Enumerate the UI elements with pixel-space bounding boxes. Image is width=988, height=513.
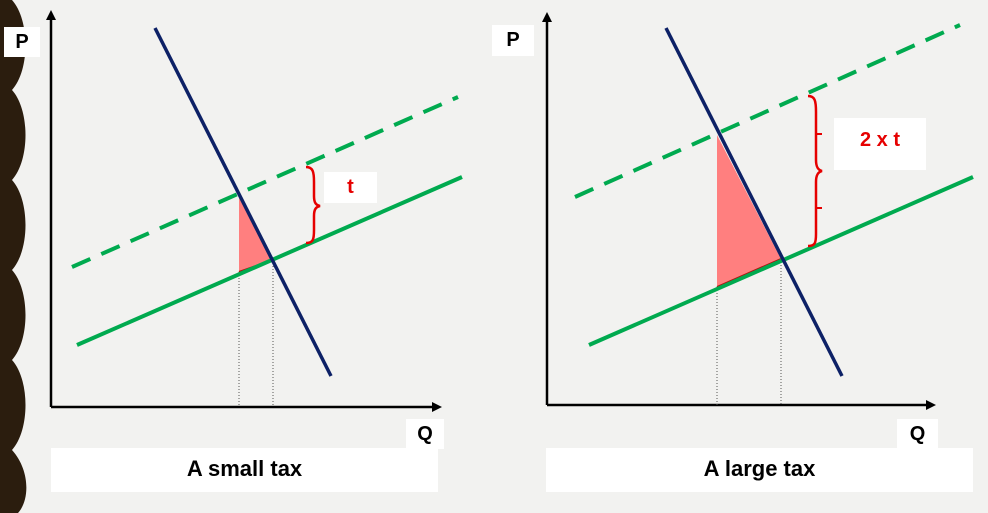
right-tax-brace bbox=[807, 94, 823, 248]
left-caption: A small tax bbox=[51, 448, 438, 492]
right-demand-curve bbox=[664, 27, 844, 377]
right-x-axis-label: Q bbox=[897, 419, 938, 449]
left-demand-curve bbox=[153, 27, 333, 377]
right-graph bbox=[542, 12, 974, 410]
right-deadweight-loss bbox=[717, 135, 781, 287]
left-tax-label: t bbox=[324, 172, 377, 203]
left-y-axis-arrow bbox=[46, 10, 56, 20]
right-y-axis-arrow bbox=[542, 12, 552, 22]
left-supply-with-tax bbox=[71, 95, 459, 269]
left-deadweight-loss bbox=[239, 198, 273, 272]
right-caption: A large tax bbox=[546, 448, 973, 492]
right-tax-label: 2 x t bbox=[834, 118, 926, 170]
left-x-axis-label: Q bbox=[406, 419, 444, 449]
right-y-axis-label: P bbox=[492, 25, 534, 56]
scalloped-border bbox=[0, 0, 27, 513]
left-tax-brace bbox=[305, 165, 321, 245]
right-x-axis-arrow bbox=[926, 400, 936, 410]
left-y-axis-label: P bbox=[4, 27, 40, 57]
left-supply-curve bbox=[76, 175, 463, 347]
right-supply-curve bbox=[588, 175, 974, 347]
left-graph bbox=[46, 10, 463, 412]
left-x-axis-arrow bbox=[432, 402, 442, 412]
right-supply-with-tax bbox=[574, 23, 961, 199]
